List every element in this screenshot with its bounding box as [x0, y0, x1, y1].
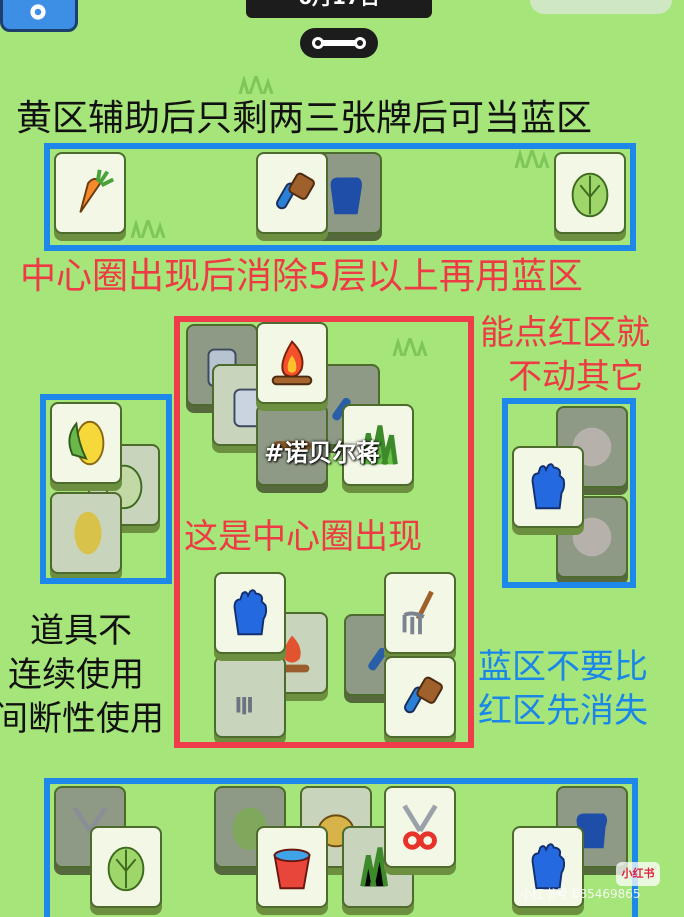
tile-fork[interactable] — [384, 572, 456, 654]
brush-icon — [332, 397, 351, 421]
note-top: 黄区辅助后只剩两三张牌后可当蓝区 — [16, 98, 593, 139]
gear-icon — [25, 0, 51, 25]
settings-button[interactable] — [0, 0, 78, 32]
corn-icon — [68, 420, 105, 466]
logo-text: 小红书 — [621, 867, 655, 880]
tile-glove-right[interactable] — [512, 446, 584, 528]
tile-cabbage[interactable] — [554, 152, 626, 234]
grass-decoration — [130, 220, 166, 238]
note-right-red-1: 能点红区就 — [480, 313, 650, 353]
corn-icon — [74, 511, 102, 555]
grass-icon — [360, 425, 398, 465]
tile-bucket[interactable] — [256, 826, 328, 908]
tile-fire[interactable] — [256, 322, 328, 404]
tile-back-fork — [214, 656, 286, 738]
fork-icon — [236, 697, 252, 715]
glove-icon — [531, 463, 566, 510]
date-badge: - 6月17日 - — [246, 0, 432, 18]
campfire-icon — [271, 340, 313, 386]
note-center: 中心圈出现后消除5层以上再用蓝区 — [20, 256, 583, 297]
top-right-pill[interactable] — [530, 0, 672, 14]
note-right-blue-2: 红区先消失 — [478, 691, 648, 731]
dust-icon — [572, 517, 612, 557]
tile-glove[interactable] — [214, 572, 286, 654]
grass-icon — [360, 847, 389, 887]
glove-icon — [330, 177, 362, 215]
cabbage-icon — [107, 846, 145, 892]
note-right-blue-1: 蓝区不要比 — [478, 647, 648, 687]
bucket-icon — [273, 848, 311, 890]
bone-icon — [310, 33, 368, 57]
log-icon — [272, 441, 312, 451]
tile-back-corn — [50, 492, 122, 574]
tile-cabbage-2[interactable] — [90, 826, 162, 908]
date-label: - 6月17日 - — [283, 0, 395, 9]
tile-brush-2[interactable] — [384, 656, 456, 738]
brush-icon — [404, 676, 443, 714]
grass-decoration — [392, 338, 428, 356]
cabbage-icon — [571, 172, 609, 218]
grass-decoration — [514, 150, 550, 168]
tile-shears[interactable] — [384, 786, 456, 868]
blue-zone-right — [502, 398, 636, 588]
blue-zone-top — [44, 143, 636, 251]
blue-zone-left — [40, 394, 172, 584]
shears-icon — [402, 804, 438, 850]
glove-icon — [233, 589, 268, 636]
note-right-red-2: 不动其它 — [508, 357, 644, 397]
tile-brush[interactable] — [256, 152, 328, 234]
carrot-icon — [79, 169, 115, 213]
blue-zone-bottom — [44, 778, 638, 917]
tile-corn[interactable] — [50, 402, 122, 484]
watermark-id: 小红书号 885469865 — [520, 887, 641, 901]
tile-grass[interactable] — [342, 404, 414, 486]
tile-carrot[interactable] — [54, 152, 126, 234]
xiaohongshu-logo: 小红书 — [616, 862, 660, 886]
note-left-3: 间断性使用 — [0, 699, 164, 739]
brush-icon — [276, 172, 315, 210]
pitchfork-icon — [402, 590, 434, 635]
glove-icon — [576, 813, 608, 849]
tile-glove-bottom[interactable] — [512, 826, 584, 908]
tile-back-wood — [256, 404, 328, 486]
hashtag-watermark: #诺贝尔蒋 — [264, 439, 381, 467]
bone-pill[interactable] — [300, 28, 378, 58]
note-left-1: 道具不 — [30, 611, 132, 651]
note-center-ring: 这是中心圈出现 — [184, 517, 422, 557]
red-zone-center — [174, 316, 474, 748]
note-left-2: 连续使用 — [8, 655, 144, 695]
glove-icon — [531, 843, 566, 890]
brush-icon — [368, 647, 387, 671]
grass-decoration — [238, 76, 274, 94]
